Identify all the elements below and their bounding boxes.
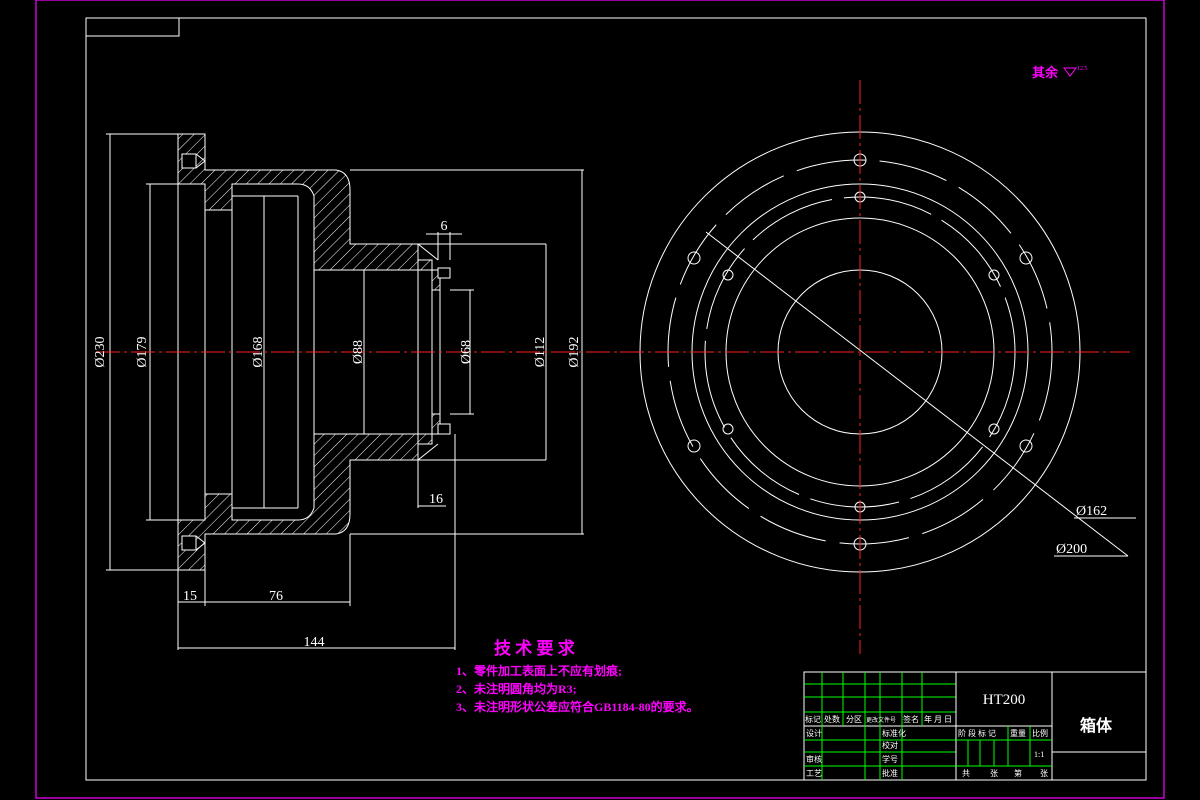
inner-frame [85,17,1147,781]
material: HT200 [983,692,1026,708]
left-label: 设计 [806,728,822,738]
rev-label: 签名 [903,714,919,724]
rev-label: 更改文件号 [866,716,896,724]
roughness-value: 12.5 [1077,66,1088,72]
stage-label: 阶 段 标 记 [958,728,996,738]
dim-l144: 144 [304,635,325,650]
section-dimensions: Ø230 Ø179 Ø168 Ø88 Ø68 Ø112 Ø192 6 16 15… [93,219,582,650]
dim-w6: 6 [441,219,448,234]
dim-d168: Ø168 [251,336,266,367]
hatched-section-lower [177,413,441,571]
sheet-label: 张 [1040,769,1048,778]
mid-label: 标准化 [882,728,906,738]
dim-l76: 76 [269,589,283,604]
dim-d88: Ø88 [351,340,366,364]
part-name: 箱体 [1080,716,1113,735]
sheet-label: 张 [990,769,998,778]
tech-req-title: 技 术 要 求 [494,638,575,658]
dim-d68: Ø68 [459,340,474,364]
section-view [106,133,584,650]
dim-d230: Ø230 [93,336,108,367]
roughness-note: 其余 12.5 [1032,65,1088,80]
left-label: 审核 [806,754,822,764]
dim-d200: Ø200 [1056,542,1087,557]
tech-req-item: 2、未注明圆角均为R3; [456,681,577,696]
stage-label: 重量 [1010,728,1026,738]
dim-d112: Ø112 [533,337,548,368]
tech-req-item: 1、零件加工表面上不应有划痕; [456,663,622,678]
stage-label: 比例 [1032,728,1048,738]
mid-label: 学号 [882,754,898,764]
dim-d179: Ø179 [135,336,150,367]
title-block [803,671,1147,781]
outer-frame [35,0,1165,799]
end-view-centerlines [620,80,1130,654]
rev-label: 年 月 日 [924,714,952,724]
left-label: 工艺 [806,769,822,778]
dim-d192: Ø192 [567,336,582,367]
rev-label: 分区 [846,715,862,724]
sheet-label: 共 [962,769,970,778]
roughness-note-text: 其余 [1032,65,1059,80]
sheet-label: 第 [1014,768,1022,778]
scale-value: 1:1 [1034,750,1044,759]
tech-req-item: 3、未注明形状公差应符合GB1184-80的要求。 [456,699,699,714]
dim-l15: 15 [183,589,197,604]
hatched-section-upper [177,133,441,291]
rev-label: 标记 [805,714,821,724]
dim-d162: Ø162 [1076,504,1107,519]
corner-box [85,17,180,37]
dim-w16: 16 [429,492,443,507]
roughness-symbol-icon [1063,67,1077,77]
title-block-text: HT200 箱体 标记 处数 分区 更改文件号 签名 年 月 日 设计 审核 工… [805,692,1113,778]
rev-label: 处数 [824,714,840,724]
tech-requirements: 技 术 要 求 1、零件加工表面上不应有划痕; 2、未注明圆角均为R3; 3、未… [456,638,699,714]
mid-label: 批准 [882,768,898,778]
mid-label: 校对 [882,740,898,750]
end-view-dimensions: Ø162 Ø200 [1056,504,1107,557]
